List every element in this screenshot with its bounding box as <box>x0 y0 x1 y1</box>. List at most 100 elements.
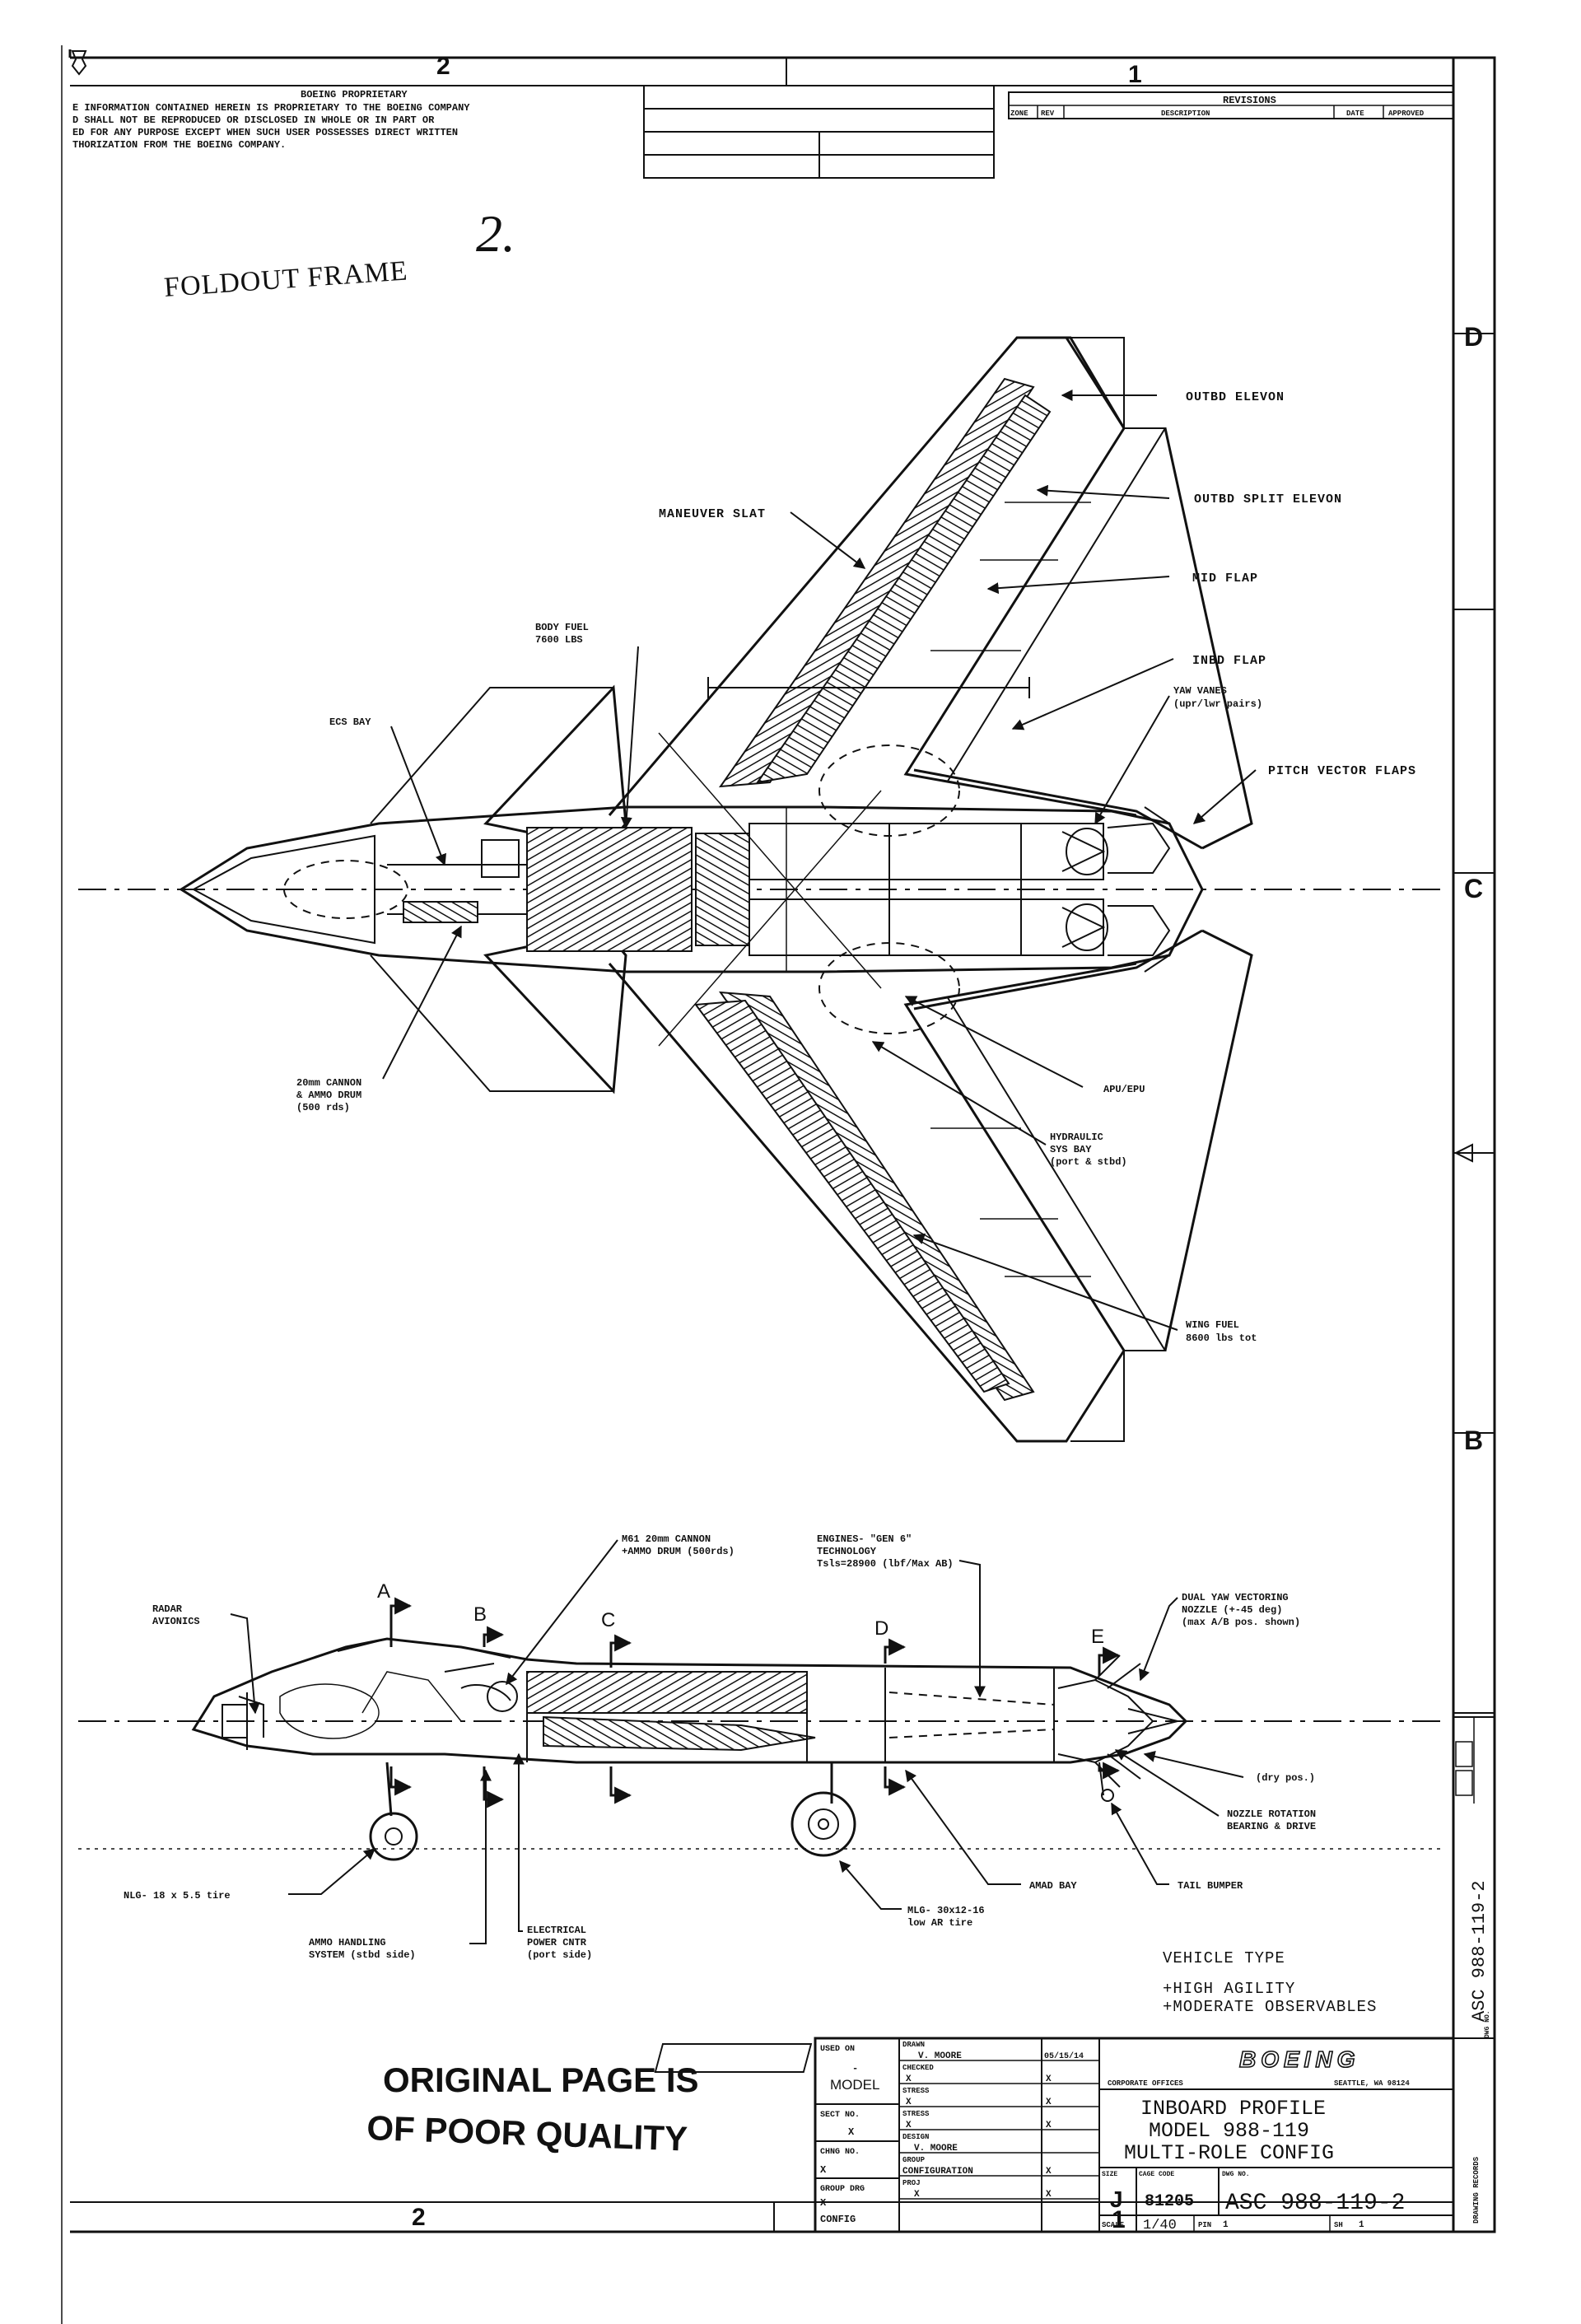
callout-nlg: NLG- 18 x 5.5 tire <box>124 1890 231 1902</box>
nose-gear-wheel <box>369 1812 418 1861</box>
tb-k3: X <box>1046 2121 1052 2130</box>
tb-proj-label: PROJ <box>902 2179 921 2187</box>
proprietary-line: E INFORMATION CONTAINED HEREIN IS PROPRI… <box>72 102 470 114</box>
callout-wing-fuel: WING FUEL <box>1186 1319 1239 1331</box>
callout-ammo-handling: AMMO HANDLING <box>309 1937 386 1948</box>
callout-inbd-flap: INBD FLAP <box>1192 654 1266 668</box>
profile-fuselage <box>191 1637 1188 1764</box>
callout-port-side: (port side) <box>527 1949 592 1961</box>
tb-sect-no: SECT NO. <box>820 2111 860 2120</box>
proprietary-notice: BOEING PROPRIETARY E INFORMATION CONTAIN… <box>72 89 470 151</box>
title-block: USED ON - MODEL SECT NO. X CHNG NO. X GR… <box>654 2037 1455 2233</box>
zone-bottom-2: 2 <box>412 2204 426 2231</box>
proprietary-line: ED FOR ANY PURPOSE EXCEPT WHEN SUCH USER… <box>72 127 458 138</box>
upper-maneuver-slat <box>718 377 1035 788</box>
callout-wing-fuel-qty: 8600 lbs tot <box>1186 1332 1257 1344</box>
tb-k5: X <box>1046 2190 1052 2200</box>
fuselage-outline <box>179 805 1204 973</box>
foldout-frame-label: FOLDOUT FRAME <box>163 255 409 303</box>
tb-stress-val: X <box>906 2098 912 2107</box>
tb-title-3: MULTI-ROLE CONFIG <box>1124 2141 1334 2165</box>
revisions-block: REVISIONS ZONE REV DESCRIPTION DATE APPR… <box>1008 91 1454 119</box>
zone-bottom-1: 1 <box>1112 2206 1126 2233</box>
callout-mid-flap: MID FLAP <box>1192 572 1258 586</box>
zone-markers: 2 1 2 1 D C B <box>412 53 1483 2233</box>
lower-wing-fuel <box>694 999 1010 1393</box>
nose-gear-strut <box>385 1762 393 1817</box>
callout-mlg: MLG- 30x12-16 <box>907 1905 985 1916</box>
tb-used-on: USED ON <box>820 2045 855 2054</box>
ecs-bay-box <box>481 839 520 878</box>
drawing-records-label: DRAWING RECORDS <box>1472 2156 1481 2224</box>
callout-ecs-bay: ECS BAY <box>329 716 371 728</box>
callout-ammo-system: SYSTEM (stbd side) <box>309 1949 416 1961</box>
zone-side-b: B <box>1464 1426 1483 1455</box>
callout-avionics: AVIONICS <box>152 1616 200 1627</box>
proprietary-heading: BOEING PROPRIETARY <box>301 89 408 100</box>
tb-k1: X <box>1046 2074 1052 2084</box>
callout-cannon: 20mm CANNON <box>296 1077 361 1089</box>
side-strip: ASC 988-119-2 DWG NO. DRAWING RECORDS <box>1453 1712 1495 2224</box>
tb-group-drg: GROUP DRG <box>820 2185 865 2194</box>
tb-model: MODEL <box>830 2077 879 2093</box>
quality-line-1: ORIGINAL PAGE IS <box>383 2060 699 2099</box>
orientation-arrow-icon <box>71 50 87 76</box>
callout-engines-thrust: Tsls=28900 (lbf/Max AB) <box>817 1558 954 1570</box>
callout-body-fuel: BODY FUEL <box>535 622 589 633</box>
callout-sys-bay: SYS BAY <box>1050 1144 1092 1155</box>
tb-city: SEATTLE, WA 98124 <box>1334 2079 1410 2088</box>
tb-stress2-val: X <box>906 2121 912 2130</box>
side-profile: A B C D E <box>78 1580 1445 1861</box>
tb-company: BOEING <box>1239 2046 1359 2072</box>
lower-engine <box>749 898 1104 956</box>
zone-side-c: C <box>1464 874 1483 903</box>
section-b: B <box>473 1603 487 1626</box>
lower-canard <box>483 929 627 1094</box>
callout-power-cntr: POWER CNTR <box>527 1937 587 1948</box>
callout-outbd-split-elevon: OUTBD SPLIT ELEVON <box>1194 492 1342 506</box>
tb-k4: X <box>1046 2167 1052 2177</box>
blank-records-box <box>643 85 995 179</box>
callout-m61-ammo: +AMMO DRUM (500rds) <box>622 1546 735 1557</box>
callout-dry-pos: (dry pos.) <box>1256 1772 1315 1784</box>
revisions-approved-header: APPROVED <box>1388 110 1425 118</box>
profile-canopy <box>337 1637 511 1659</box>
upper-engine <box>749 823 1104 880</box>
foldout-stamp: FOLDOUT FRAME 2. <box>163 204 515 303</box>
tb-chng-no: CHNG NO. <box>820 2148 860 2157</box>
revisions-date-header: DATE <box>1346 110 1364 118</box>
tb-title-2: MODEL 988-119 <box>1149 2119 1309 2143</box>
foldout-frame-number: 2. <box>476 204 515 263</box>
tb-config: CONFIG <box>820 2214 856 2225</box>
callout-yaw-vanes: YAW VANES <box>1173 685 1227 697</box>
callout-body-fuel-qty: 7600 LBS <box>535 634 583 646</box>
tb-design-label: DESIGN <box>902 2133 929 2141</box>
tb-size: J <box>1110 2186 1123 2212</box>
tb-group-x: X <box>820 2197 827 2209</box>
tb-sh: 1 <box>1359 2220 1364 2230</box>
body-fuel-tank <box>526 827 693 952</box>
vehicle-type-note: VEHICLE TYPE +HIGH AGILITY +MODERATE OBS… <box>1163 1949 1377 2016</box>
canopy-outline <box>283 860 409 919</box>
callout-nozzle-bearing: BEARING & DRIVE <box>1227 1821 1316 1832</box>
side-dwg-label: DWG NO. <box>1484 2010 1491 2038</box>
quality-line-2: OF POOR QUALITY <box>366 2108 688 2158</box>
tb-chng-x: X <box>820 2164 827 2176</box>
tb-checked-label: CHECKED <box>902 2064 934 2072</box>
tb-scale-label: SCALE <box>1102 2221 1125 2229</box>
vehicle-moderate-observables: +MODERATE OBSERVABLES <box>1163 1998 1377 2016</box>
vehicle-type-title: VEHICLE TYPE <box>1163 1949 1285 1967</box>
callout-port-stbd: (port & stbd) <box>1050 1156 1127 1168</box>
plan-callouts: OUTBD ELEVON OUTBD SPLIT ELEVON MANEUVER… <box>296 390 1415 1344</box>
callout-maneuver-slat: MANEUVER SLAT <box>659 507 766 521</box>
proprietary-line: D SHALL NOT BE REPRODUCED OR DISCLOSED I… <box>72 114 435 126</box>
callout-electrical: ELECTRICAL <box>527 1925 586 1936</box>
tb-scale: 1/40 <box>1143 2218 1177 2233</box>
tb-drawn-name: V. MOORE <box>918 2051 962 2061</box>
quality-stamp: ORIGINAL PAGE IS OF POOR QUALITY <box>366 2060 699 2158</box>
callout-amad-bay: AMAD BAY <box>1029 1880 1077 1892</box>
callout-dual-yaw-angle: NOZZLE (+-45 deg) <box>1182 1604 1282 1616</box>
section-e: E <box>1091 1626 1104 1648</box>
revisions-title: REVISIONS <box>1223 95 1276 106</box>
pitch-vector-flaps <box>1107 822 1171 874</box>
